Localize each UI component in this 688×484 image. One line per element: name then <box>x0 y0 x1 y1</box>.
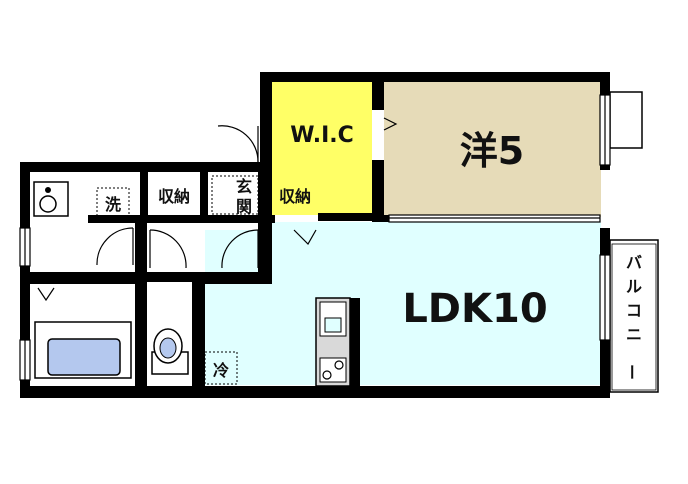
toilet-icon <box>151 328 189 375</box>
ldk-label: LDK10 <box>402 286 547 332</box>
balcony <box>609 239 659 393</box>
balcony-label: バルコニー <box>622 253 642 380</box>
fridge-label: 冷 <box>213 361 229 380</box>
balcony-label-char: バ <box>626 253 642 272</box>
entrance-step <box>211 175 259 215</box>
storage-left-label: 収納 <box>158 187 190 206</box>
ldk-floor-upper <box>272 222 601 232</box>
door-swings <box>37 117 398 302</box>
walls <box>20 72 610 398</box>
washing-machine-space <box>96 187 130 219</box>
wic-label: W.I.C <box>290 123 354 148</box>
balcony-label-char: ー <box>622 364 641 380</box>
entrance-label-top: 玄 <box>236 177 252 196</box>
balcony-label-char: コ <box>626 301 642 320</box>
fridge-space <box>204 351 238 385</box>
bathtub <box>47 338 121 376</box>
balcony-label-char: ル <box>626 277 642 296</box>
balcony-label-char: ニ <box>626 325 642 344</box>
kitchen-counter <box>315 297 351 387</box>
western-room-label: 洋5 <box>460 129 524 173</box>
windows <box>19 94 611 381</box>
wash-label: 洗 <box>105 195 121 214</box>
storage-right-label: 収納 <box>279 187 311 206</box>
wic-floor <box>272 82 372 215</box>
western-room-floor <box>384 82 601 217</box>
entrance-label-bottom: 関 <box>236 197 252 216</box>
small-balcony <box>609 91 643 149</box>
